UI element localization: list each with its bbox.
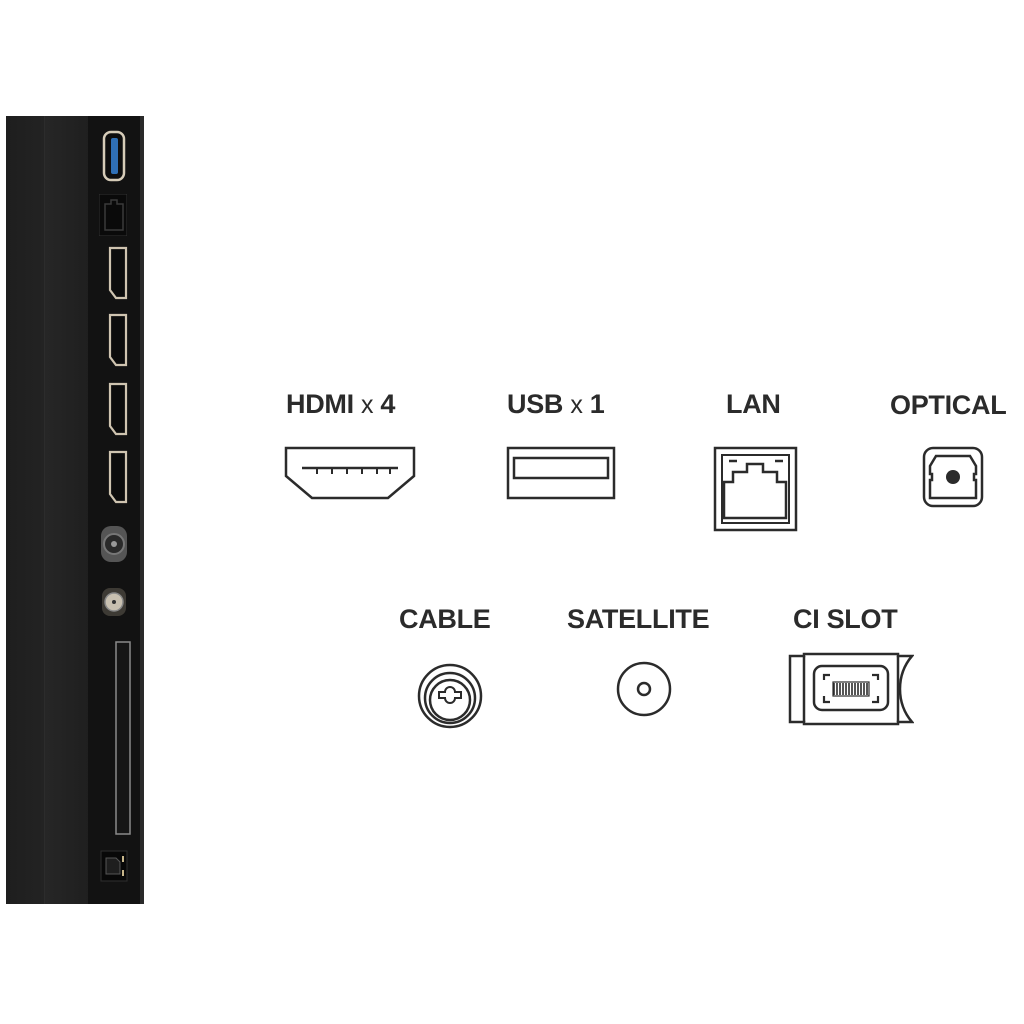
multiplier: x (361, 391, 374, 419)
usb-name: USB (507, 389, 564, 419)
ci-slot-label: CI SLOT (793, 604, 898, 634)
optical-port-icon (100, 850, 128, 882)
hdmi-port-icon (108, 313, 128, 367)
usb-count: 1 (589, 389, 605, 419)
satellite-label: SATELLITE (567, 604, 710, 634)
hdmi-port-icon (108, 450, 128, 504)
hdmi-port-icon (108, 246, 128, 300)
optical-port-icon (922, 446, 984, 508)
ci-slot-icon (115, 641, 131, 835)
cable-port-icon (417, 663, 483, 729)
tv-side-panel-photo (6, 116, 144, 904)
ci-slot-icon (788, 652, 914, 726)
usb-label: USB x 1 (507, 389, 605, 420)
usb-port-icon (102, 130, 126, 182)
satellite-port-icon (102, 588, 126, 616)
multiplier: x (570, 391, 583, 419)
cable-label: CABLE (399, 604, 491, 634)
hdmi-port-icon (284, 446, 416, 500)
hdmi-name: HDMI (286, 389, 354, 419)
panel-edge (6, 116, 44, 904)
lan-port-icon (99, 194, 127, 236)
cable-port-icon (101, 526, 127, 562)
optical-label: OPTICAL (890, 390, 1007, 420)
lan-label: LAN (726, 389, 781, 419)
usb-port-icon (506, 446, 616, 500)
hdmi-count: 4 (380, 389, 396, 419)
hdmi-label: HDMI x 4 (286, 389, 395, 420)
lan-port-icon (713, 446, 798, 532)
panel-edge (140, 116, 144, 904)
satellite-port-icon (616, 661, 672, 717)
hdmi-port-icon (108, 382, 128, 436)
panel-edge (44, 116, 89, 904)
